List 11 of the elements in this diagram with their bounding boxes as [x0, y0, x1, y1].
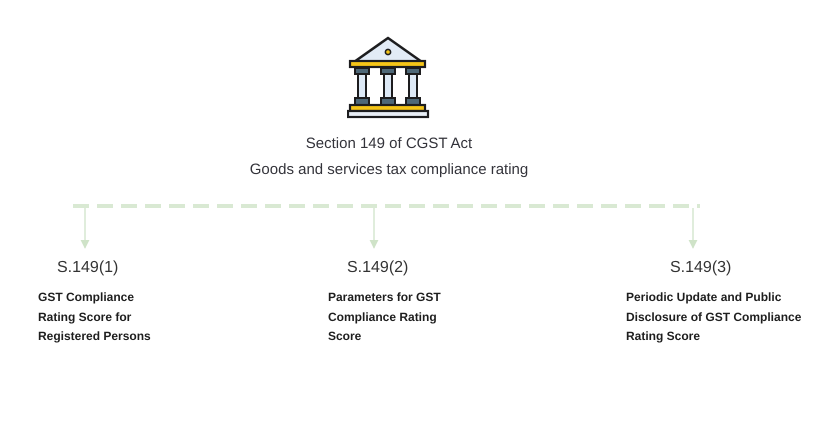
subtitle-text: Goods and services tax compliance rating	[248, 160, 530, 180]
description-text: Parameters for GST Compliance Rating Score	[328, 289, 442, 345]
title-text: Section 149 of CGST Act	[304, 134, 474, 154]
arrow	[370, 208, 378, 249]
section-number: S.149(2)	[347, 259, 408, 276]
description-text: GST Compliance Rating Score for Registered Persons	[38, 289, 152, 345]
section-number: S.149(1)	[57, 259, 118, 276]
section-number: S.149(3)	[670, 259, 732, 276]
description-text: Periodic Update and Public Disclosure of GST Compliance Rating Score	[626, 289, 802, 345]
arrow	[80, 208, 90, 249]
arrow	[688, 208, 698, 249]
